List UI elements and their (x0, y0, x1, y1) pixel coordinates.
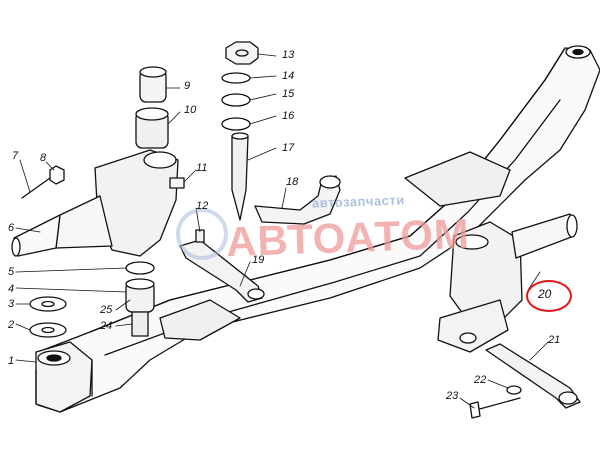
callout-13: 13 (282, 49, 295, 61)
axle-beam (37, 45, 600, 413)
callout-2: 2 (8, 319, 15, 331)
callout-25: 25 (100, 304, 113, 316)
lower-kingpin-parts (29, 261, 155, 338)
callout-21: 21 (548, 334, 561, 346)
callout-15: 15 (282, 88, 295, 100)
callout-18: 18 (286, 176, 299, 188)
callout-3: 3 (8, 298, 15, 310)
highlight-circle (526, 280, 572, 312)
right-steering-arm (469, 343, 581, 419)
callout-11: 11 (196, 162, 208, 174)
callout-24: 24 (100, 320, 113, 332)
callout-6: 6 (8, 222, 15, 234)
callout-19: 19 (252, 254, 265, 266)
callout-8: 8 (40, 152, 47, 164)
callout-10: 10 (184, 104, 197, 116)
pin-17 (231, 132, 249, 221)
callout-20: 20 (538, 287, 552, 301)
callout-23: 23 (446, 390, 459, 402)
callout-1: 1 (8, 355, 15, 367)
nut-washer-stack (221, 41, 259, 131)
callout-4: 4 (8, 283, 15, 295)
callout-5: 5 (8, 266, 15, 278)
kingpin-bush-parts (135, 66, 169, 149)
callout-22: 22 (474, 374, 487, 386)
left-axle-end (35, 341, 93, 413)
callout-17: 17 (282, 142, 295, 154)
callout-16: 16 (282, 110, 295, 122)
watermark-logo (176, 208, 228, 260)
callout-12: 12 (196, 200, 209, 212)
callout-9: 9 (184, 80, 191, 92)
left-knuckle (11, 149, 179, 257)
callout-7: 7 (12, 150, 19, 162)
right-knuckle (437, 213, 578, 353)
steering-arm-18 (254, 175, 341, 225)
callout-14: 14 (282, 70, 295, 82)
